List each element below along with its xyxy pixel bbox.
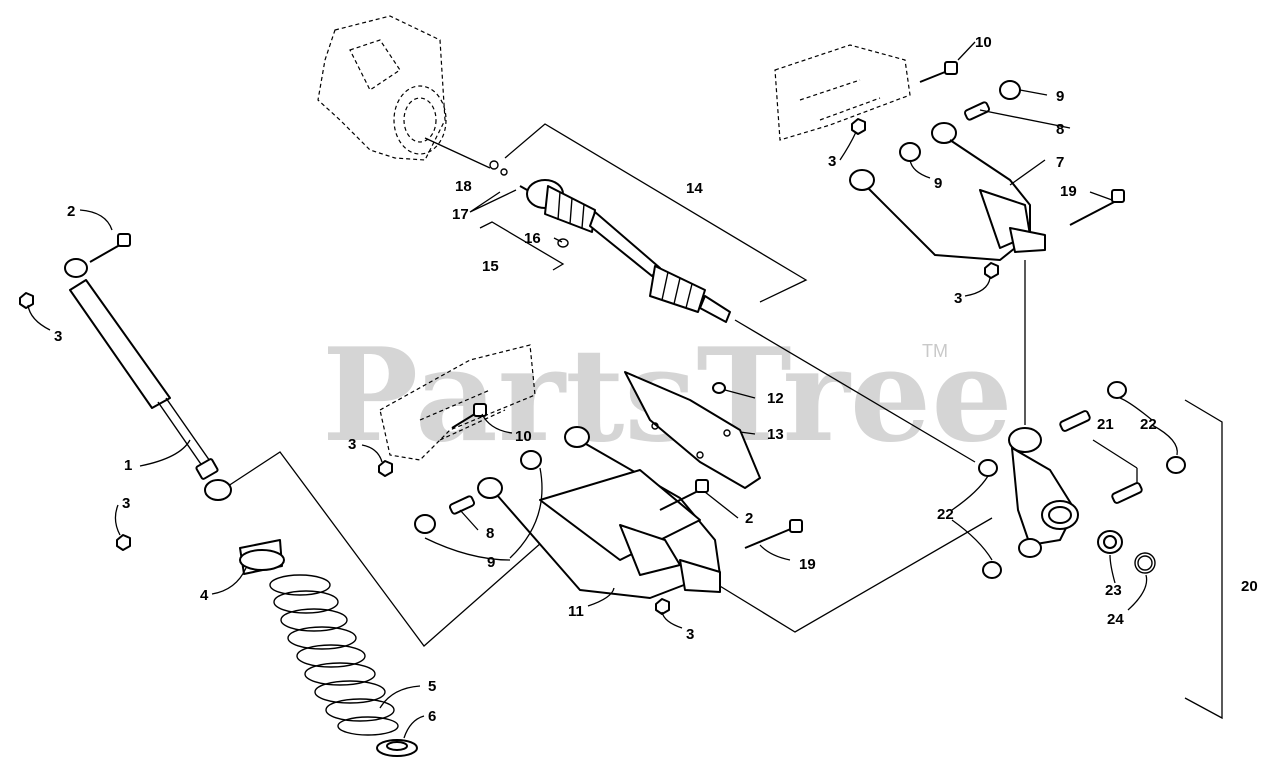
- callout-23: 23: [1105, 582, 1122, 599]
- nut-3-bottom: [655, 598, 670, 615]
- clip-16: [557, 238, 569, 248]
- group-brackets: [221, 123, 1223, 720]
- lower-a-arm: [477, 426, 721, 599]
- callout-16: 16: [524, 230, 541, 247]
- knuckle-housing-reference: [317, 15, 447, 161]
- callout-5: 5: [428, 678, 436, 695]
- callout-3-bottom: 3: [686, 626, 694, 643]
- callout-1: 1: [124, 457, 132, 474]
- upper-frame-reference: [774, 44, 911, 141]
- callout-8-upper: 8: [1056, 121, 1064, 138]
- bearing-23: [1097, 530, 1123, 554]
- callout-6: 6: [428, 708, 436, 725]
- bolt-19-lower: [744, 519, 803, 549]
- callout-3-lower-arm: 3: [348, 436, 356, 453]
- sleeve-8-lower: [448, 495, 476, 515]
- callout-12: 12: [767, 390, 784, 407]
- callout-9-lower: 9: [487, 554, 495, 571]
- bolt-10-lower: [451, 403, 487, 429]
- callout-24: 24: [1107, 611, 1124, 628]
- callout-2-lower: 2: [745, 510, 753, 527]
- callout-20: 20: [1241, 578, 1258, 595]
- callout-8-lower: 8: [486, 525, 494, 542]
- bushing-22-b: [1166, 456, 1186, 474]
- bushing-9-lower-b: [414, 514, 436, 534]
- nut-3-lower-arm: [378, 460, 393, 477]
- callout-10-upper: 10: [975, 34, 992, 51]
- callout-3-left: 3: [54, 328, 62, 345]
- callout-11: 11: [568, 603, 584, 620]
- bushing-9-upper: [999, 80, 1021, 100]
- spring-seat: [376, 739, 418, 757]
- shock-absorber: [64, 258, 232, 501]
- callout-labels: 1 2 3 3 4 5 6 7 8 9 10 9 3 3 19 14 15 16…: [54, 34, 1258, 725]
- callout-13: 13: [767, 426, 784, 443]
- sleeve-21-a: [1059, 410, 1091, 432]
- clip-18: [489, 160, 508, 176]
- callout-22-left: 22: [937, 506, 954, 523]
- upper-a-arm: [849, 122, 1046, 261]
- bolt-2-lower: [659, 479, 709, 511]
- bolt-19-upper: [1069, 189, 1125, 226]
- callout-19-lower: 19: [799, 556, 816, 573]
- callout-9-upper: 9: [1056, 88, 1064, 105]
- sleeve-21-b: [1111, 482, 1143, 504]
- callout-14: 14: [686, 180, 703, 197]
- watermark-tm: TM: [922, 341, 948, 361]
- callout-19-upper: 19: [1060, 183, 1077, 200]
- bushing-22-c: [978, 459, 998, 477]
- bolt-2-upper: [89, 233, 131, 263]
- nut-3-upper: [851, 118, 866, 135]
- bushing-9-lower-a: [520, 450, 542, 470]
- spring-retainer: [239, 539, 285, 575]
- steering-knuckle: [1008, 427, 1079, 558]
- callout-17: 17: [452, 206, 469, 223]
- nut-3-left: [19, 292, 34, 309]
- callout-3-upper: 3: [828, 153, 836, 170]
- leader-lines: [27, 41, 1178, 739]
- nut-3-arm: [984, 262, 999, 279]
- callout-18: 18: [455, 178, 472, 195]
- lower-frame-reference: [379, 344, 536, 461]
- callout-15: 15: [482, 258, 499, 275]
- callout-3-lower-left: 3: [122, 495, 130, 512]
- callout-2-upper: 2: [67, 203, 75, 220]
- coil-spring: [269, 574, 399, 736]
- drive-axle: [519, 179, 731, 323]
- nut-3-lower-left: [116, 534, 131, 551]
- callout-9-inner: 9: [934, 175, 942, 192]
- callout-4: 4: [200, 587, 209, 604]
- bolt-10-upper: [919, 61, 958, 83]
- callout-10-lower: 10: [515, 428, 532, 445]
- callout-21: 21: [1097, 416, 1114, 433]
- callout-3-arm: 3: [954, 290, 962, 307]
- callout-22-right: 22: [1140, 416, 1157, 433]
- skid-plate: [624, 371, 761, 489]
- bushing-9-inner: [899, 142, 921, 162]
- bushing-22-d: [982, 561, 1002, 579]
- snap-ring-24: [1134, 552, 1156, 574]
- sleeve-8-upper: [963, 101, 991, 121]
- screw-12: [712, 382, 726, 394]
- bushing-22-a: [1107, 381, 1127, 399]
- callout-7: 7: [1056, 154, 1064, 171]
